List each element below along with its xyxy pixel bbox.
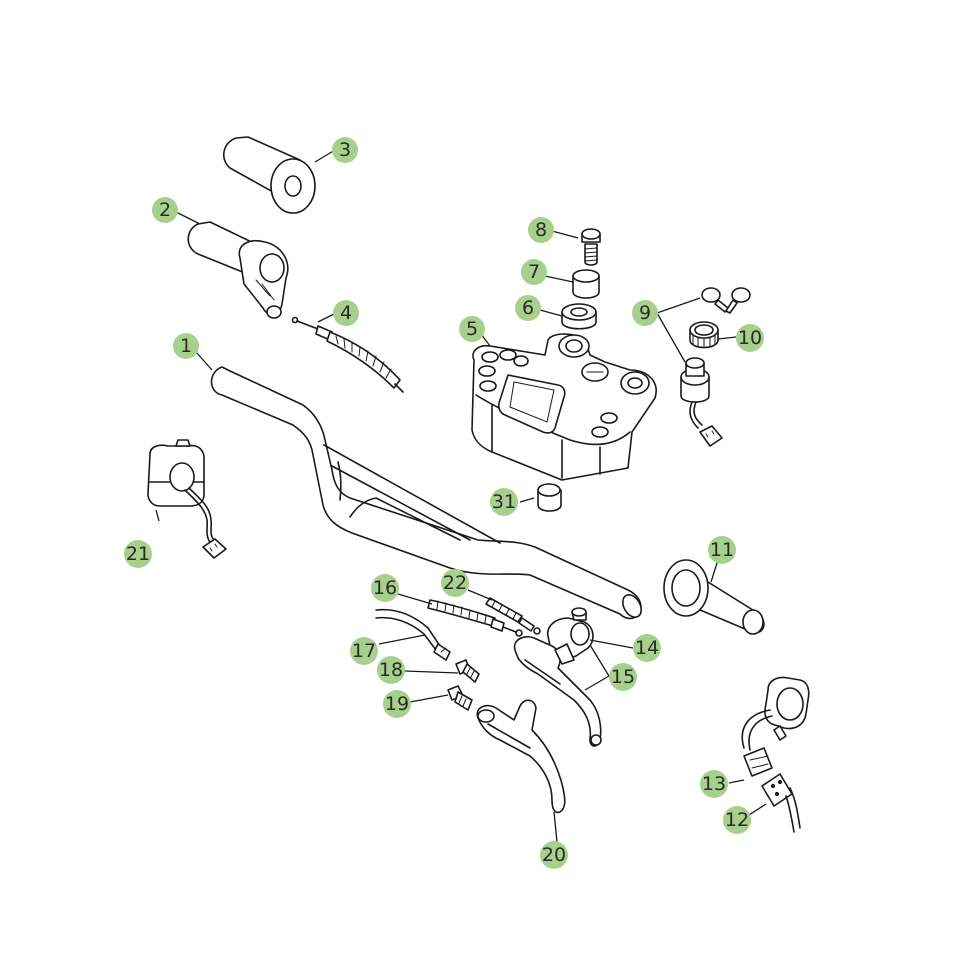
- part-14-15-lever-assembly: [513, 607, 602, 747]
- callout-15: 15: [609, 663, 637, 691]
- callout-18: 18: [377, 656, 405, 684]
- part-21-left-switch: [147, 439, 227, 559]
- callout-14: 14: [633, 634, 661, 662]
- part-22-cable-end: [485, 597, 541, 635]
- callout-5: 5: [459, 316, 485, 342]
- callout-16: 16: [371, 574, 399, 602]
- callout-17: 17: [350, 637, 378, 665]
- svg-text:19: 19: [385, 693, 409, 715]
- callout-31: 31: [490, 488, 518, 516]
- callout-21: 21: [124, 540, 152, 568]
- svg-text:8: 8: [535, 219, 547, 241]
- callout-6: 6: [515, 295, 541, 321]
- part-19-fitting: [447, 685, 473, 711]
- callout-1: 1: [173, 333, 199, 359]
- svg-text:31: 31: [492, 491, 516, 513]
- part-4-throttle-cable: [291, 316, 404, 393]
- part-18-fitting: [455, 659, 480, 683]
- callout-22: 22: [441, 569, 469, 597]
- svg-text:11: 11: [710, 539, 734, 561]
- part-20-brake-lever: [476, 699, 566, 814]
- part-2-throttle: [187, 221, 289, 319]
- callout-3: 3: [332, 137, 358, 163]
- svg-text:4: 4: [340, 302, 352, 324]
- svg-text:17: 17: [352, 640, 376, 662]
- svg-text:15: 15: [611, 666, 635, 688]
- callout-19: 19: [383, 690, 411, 718]
- part-10-ring-nut: [689, 321, 719, 349]
- svg-text:14: 14: [635, 637, 659, 659]
- callout-9: 9: [632, 300, 658, 326]
- part-16-cable: [427, 599, 523, 637]
- part-1-handlebar: [210, 366, 642, 620]
- svg-text:21: 21: [126, 543, 150, 565]
- part-12-13-right-switch: [741, 676, 810, 833]
- part-7-spacer: [572, 269, 600, 299]
- callout-2: 2: [152, 197, 178, 223]
- svg-text:9: 9: [639, 302, 651, 324]
- part-11-grip: [663, 559, 765, 635]
- svg-text:7: 7: [528, 261, 540, 283]
- callout-8: 8: [528, 217, 554, 243]
- callout-badges: 3 2 4 1 5 6 7 8 9 10 31 21 11 16 22 17 1…: [124, 137, 764, 869]
- callout-11: 11: [708, 536, 736, 564]
- callout-4: 4: [333, 300, 359, 326]
- part-17-hose: [375, 608, 451, 661]
- part-9-ignition-switch: [680, 287, 751, 447]
- callout-12: 12: [723, 806, 751, 834]
- svg-text:10: 10: [738, 327, 762, 349]
- callout-7: 7: [521, 259, 547, 285]
- svg-text:5: 5: [466, 318, 478, 340]
- part-31-bushing: [537, 483, 562, 512]
- svg-text:13: 13: [702, 773, 726, 795]
- part-5-dashboard: [471, 333, 657, 481]
- callout-13: 13: [700, 770, 728, 798]
- svg-text:12: 12: [725, 809, 749, 831]
- part-6-grommet: [561, 303, 597, 330]
- part-8-bolt: [581, 228, 601, 266]
- callout-10: 10: [736, 324, 764, 352]
- svg-text:6: 6: [522, 297, 534, 319]
- part-3-grip: [223, 136, 316, 214]
- svg-text:2: 2: [159, 199, 171, 221]
- svg-text:16: 16: [373, 577, 397, 599]
- svg-text:20: 20: [542, 844, 566, 866]
- callout-20: 20: [540, 841, 568, 869]
- svg-text:18: 18: [379, 659, 403, 681]
- svg-text:1: 1: [180, 335, 192, 357]
- svg-text:3: 3: [339, 139, 351, 161]
- leader-lines: [155, 149, 767, 843]
- svg-text:22: 22: [443, 572, 467, 594]
